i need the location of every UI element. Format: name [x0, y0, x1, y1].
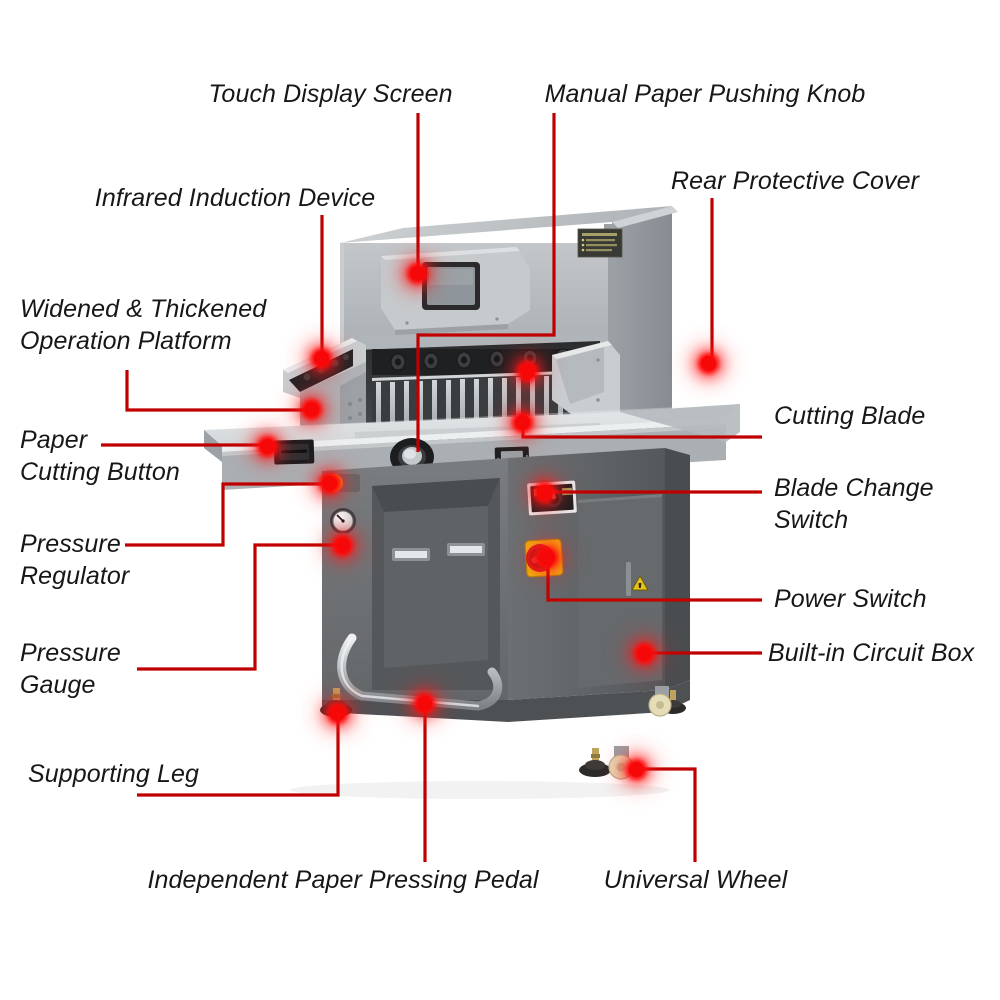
- right-guard-wing: [552, 341, 620, 428]
- hotspot-cutting-blade[interactable]: [515, 415, 530, 430]
- hotspot-touch-display-screen[interactable]: [410, 266, 425, 281]
- paper-cutting-button[interactable]: [273, 439, 315, 465]
- hotspot-supporting-leg[interactable]: [330, 706, 345, 721]
- label-universal-wheel[interactable]: Universal Wheel: [603, 866, 788, 894]
- supporting-leg: [320, 688, 686, 777]
- hotspot-built-in-circuit-box[interactable]: [637, 646, 652, 661]
- blade-change-switch[interactable]: [527, 480, 577, 516]
- hotspot-pressure-gauge[interactable]: [335, 538, 350, 553]
- hotspot-independent-paper-pressing-pedal[interactable]: [417, 696, 432, 711]
- label-power-switch[interactable]: Power Switch: [774, 585, 927, 613]
- label-blade-change-switch[interactable]: Blade Change Switch: [774, 474, 934, 534]
- hotspot-manual-paper-pushing-knob[interactable]: [520, 364, 535, 379]
- label-independent-paper-pressing-pedal[interactable]: Independent Paper Pressing Pedal: [147, 866, 539, 894]
- label-operation-platform[interactable]: Widened & Thickened Operation Platform: [20, 295, 267, 355]
- touch-display-screen[interactable]: [381, 247, 530, 335]
- label-cutting-blade[interactable]: Cutting Blade: [774, 402, 926, 430]
- label-supporting-leg[interactable]: Supporting Leg: [28, 760, 199, 788]
- spec-plate: [577, 228, 623, 258]
- hotspot-blade-change-switch[interactable]: [537, 485, 552, 500]
- label-touch-display-screen[interactable]: Touch Display Screen: [208, 80, 453, 108]
- label-manual-paper-pushing-knob[interactable]: Manual Paper Pushing Knob: [544, 80, 866, 108]
- universal-wheel: [608, 686, 672, 780]
- hotspot-paper-cutting-button[interactable]: [260, 439, 275, 454]
- label-pressure-regulator[interactable]: Pressure Regulator: [20, 530, 130, 590]
- label-built-in-circuit-box[interactable]: Built-in Circuit Box: [768, 639, 975, 667]
- pressure-gauge: [330, 508, 356, 540]
- hotspot-pressure-regulator[interactable]: [322, 476, 337, 491]
- hotspot-operation-platform[interactable]: [304, 402, 319, 417]
- hotspot-universal-wheel[interactable]: [629, 762, 644, 777]
- hotspot-power-switch[interactable]: [540, 550, 555, 565]
- label-paper-cutting-button[interactable]: Paper Cutting Button: [20, 426, 180, 486]
- hotspot-rear-protective-cover[interactable]: [701, 356, 716, 371]
- hotspot-infrared-induction-device[interactable]: [314, 351, 329, 366]
- label-infrared-induction-device[interactable]: Infrared Induction Device: [94, 184, 376, 212]
- label-pressure-gauge[interactable]: Pressure Gauge: [20, 639, 121, 699]
- label-rear-protective-cover[interactable]: Rear Protective Cover: [670, 167, 920, 195]
